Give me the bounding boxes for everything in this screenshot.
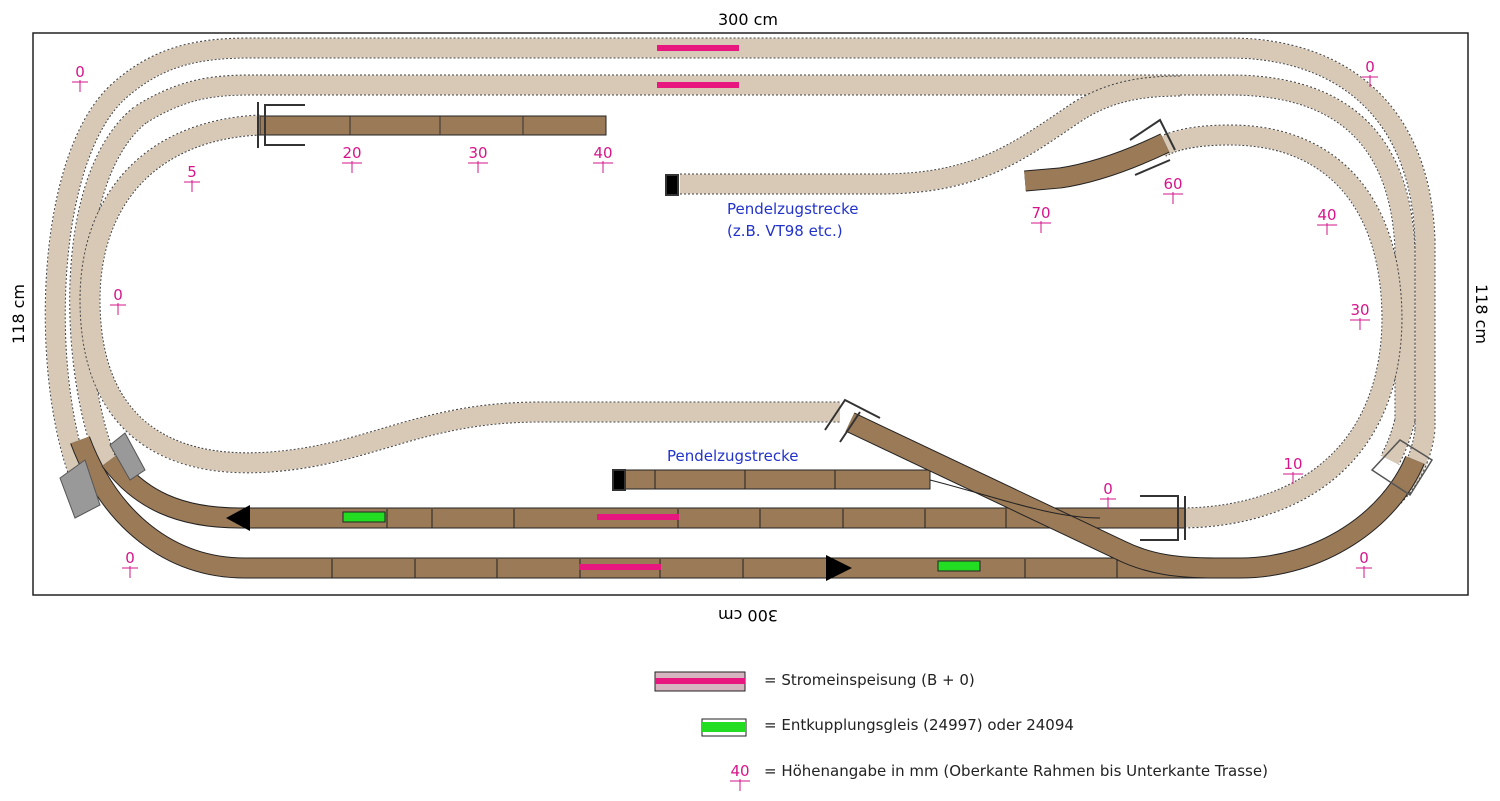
svg-text:0: 0	[113, 286, 123, 304]
height-marker: 40	[1317, 206, 1337, 235]
uncoupling-tracks	[342, 511, 981, 572]
shuttle-label-upper: Pendelzugstrecke	[727, 200, 858, 218]
height-marker: 10	[1283, 455, 1303, 484]
dimension-left: 118 cm	[9, 284, 28, 344]
track-shuttle-lower	[619, 469, 931, 490]
track-right-loop	[1155, 125, 1402, 528]
uncoupling-marker	[937, 560, 981, 572]
svg-text:0: 0	[1359, 549, 1369, 567]
shuttle-label-upper-note: (z.B. VT98 etc.)	[727, 222, 843, 240]
power-feed-marker	[657, 82, 739, 88]
legend: = Stromeinspeisung (B + 0) = Entkupplung…	[654, 671, 1268, 791]
track-siding-upper	[259, 115, 607, 136]
height-marker: 0	[110, 286, 126, 315]
ramp-block	[109, 432, 146, 481]
svg-text:0: 0	[125, 549, 135, 567]
buffer-stop-icon	[824, 398, 881, 443]
svg-text:= Stromeinspeisung (B + 0): = Stromeinspeisung (B + 0)	[764, 671, 975, 689]
height-marker: 30	[1350, 301, 1370, 330]
track-light-group	[44, 37, 1436, 529]
dimension-right: 118 cm	[1472, 284, 1491, 344]
svg-text:0: 0	[75, 63, 85, 81]
height-markers: 0 0 5 20 30 40 0 70 60 40 30 10 0 0 0	[72, 58, 1378, 578]
height-marker: 5	[184, 163, 200, 192]
height-marker: 0	[1362, 58, 1378, 87]
dimension-bottom: 300 cm	[718, 606, 778, 625]
buffer-stop-icon	[257, 102, 305, 148]
shuttle-label-lower: Pendelzugstrecke	[667, 447, 798, 465]
legend-height: 40 = Höhenangabe in mm (Oberkante Rahmen…	[730, 762, 1268, 791]
buffer-stop-icon	[665, 174, 679, 196]
legend-uncoupling: = Entkupplungsgleis (24997) oder 24094	[701, 716, 1074, 737]
track-shuttle-upper	[680, 76, 1181, 194]
svg-text:= Entkupplungsgleis (24997) od: = Entkupplungsgleis (24997) oder 24094	[764, 716, 1074, 734]
track-crossover	[845, 413, 1216, 578]
height-marker: 0	[1356, 549, 1372, 578]
direction-arrow-right-icon	[826, 555, 852, 581]
buffer-stops	[257, 102, 1186, 541]
dimension-top: 300 cm	[718, 10, 778, 29]
svg-text:60: 60	[1163, 175, 1182, 193]
svg-text:0: 0	[1103, 480, 1113, 498]
track-inner-loop	[80, 115, 840, 473]
svg-text:= Höhenangabe in mm (Oberkante: = Höhenangabe in mm (Oberkante Rahmen bi…	[764, 762, 1268, 780]
buffer-stop-icon	[612, 469, 626, 491]
height-marker: 60	[1163, 175, 1183, 204]
direction-arrow-left-icon	[226, 505, 250, 531]
buffer-stop-icon	[1140, 495, 1186, 541]
svg-text:70: 70	[1031, 204, 1050, 222]
svg-text:20: 20	[342, 144, 361, 162]
legend-power-feed: = Stromeinspeisung (B + 0)	[654, 671, 975, 692]
height-marker: 0	[72, 63, 88, 92]
height-marker: 20	[342, 144, 362, 173]
buffer-stop-icon	[1129, 118, 1176, 176]
power-feed-marker	[579, 564, 661, 570]
svg-text:30: 30	[468, 144, 487, 162]
height-marker: 40	[593, 144, 613, 173]
height-marker: 0	[1100, 480, 1116, 509]
power-feed-marker	[597, 514, 679, 520]
svg-text:0: 0	[1365, 58, 1375, 76]
height-marker: 70	[1031, 204, 1051, 233]
svg-text:40: 40	[1317, 206, 1336, 224]
height-marker: 30	[468, 144, 488, 173]
svg-text:10: 10	[1283, 455, 1302, 473]
track-ramp-upper-right	[1024, 134, 1170, 191]
ramp-block	[1370, 439, 1434, 497]
svg-text:40: 40	[593, 144, 612, 162]
power-feeds	[579, 45, 739, 570]
svg-text:30: 30	[1350, 301, 1369, 319]
track-outer-upper	[45, 38, 1435, 507]
svg-text:5: 5	[187, 163, 197, 181]
power-feed-marker	[657, 45, 739, 51]
uncoupling-marker	[342, 511, 386, 523]
height-marker: 0	[122, 549, 138, 578]
svg-text:40: 40	[730, 762, 749, 780]
ramp-block	[59, 459, 101, 519]
